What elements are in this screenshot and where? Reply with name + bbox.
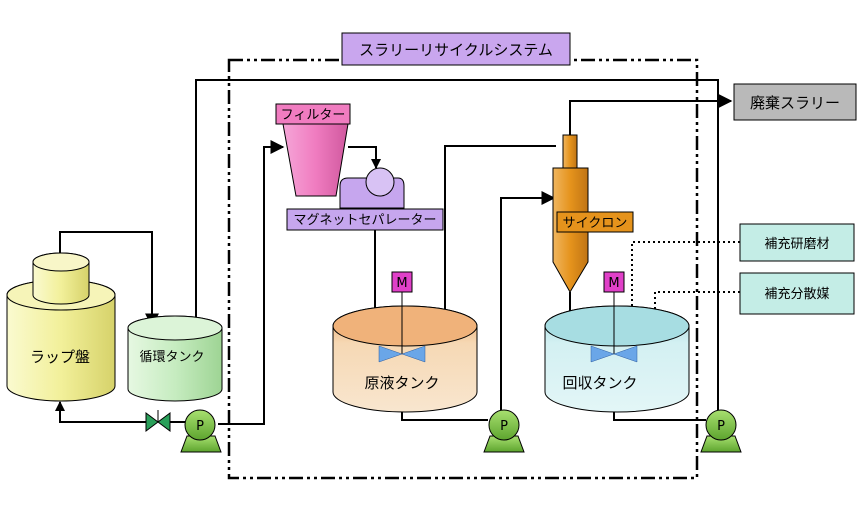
circ-tank-label: 循環タンク: [139, 350, 204, 365]
raw-tank-label: 原液タンク: [364, 374, 439, 392]
pump-3: P: [700, 409, 742, 453]
pump-1: P: [180, 409, 222, 453]
pump-2: P: [483, 409, 525, 453]
cyclone-label: サイクロン: [563, 216, 628, 231]
pump-2-label: P: [500, 419, 508, 434]
filter-label: フィルター: [281, 108, 346, 123]
pipe-pump2-to-cyclone: [500, 191, 556, 414]
cyclone: サイクロン: [552, 134, 634, 293]
circulation-tank: 循環タンク: [127, 315, 223, 402]
supp-abrasive-label: 補充研磨材: [764, 236, 829, 252]
supp-dispersant-box: 補充分散媒: [739, 272, 855, 315]
supp-dispersant-label: 補充分散媒: [764, 286, 829, 302]
lap-machine: ラップ盤: [6, 252, 116, 402]
pipe-top-return: [195, 79, 719, 418]
recovery-tank-label: 回収タンク: [562, 374, 637, 392]
pipe-filter-to-separator: [348, 146, 381, 169]
waste-slurry-label: 廃棄スラリー: [750, 94, 840, 112]
raw-motor-label: M: [396, 276, 407, 291]
filter: フィルター: [275, 103, 351, 197]
valve: [145, 410, 171, 432]
waste-slurry-box: 廃棄スラリー: [733, 83, 857, 121]
pipe-valve-to-lap: [55, 401, 150, 423]
pipe-supp-abrasive: [627, 241, 740, 328]
recovery-motor-label: M: [608, 276, 619, 291]
system-title-box: スラリーリサイクルシステム: [341, 32, 571, 66]
pipe-cyclone-to-raw: [440, 145, 556, 326]
supp-abrasive-box: 補充研磨材: [739, 223, 855, 262]
pipe-supp-dispersant: [650, 291, 740, 328]
recovery-tank: M 回収タンク: [544, 271, 690, 413]
magnetic-separator: マグネットセパレーター: [286, 167, 444, 231]
pipe-pump1-to-filter: [218, 140, 285, 425]
system-title: スラリーリサイクルシステム: [359, 41, 553, 59]
pump-3-label: P: [717, 419, 725, 434]
raw-tank: M 原液タンク: [332, 271, 478, 413]
lap-label: ラップ盤: [30, 348, 90, 366]
pipe-cyclone-to-waste: [569, 94, 733, 135]
pipe-lap-to-circ: [59, 231, 159, 328]
separator-label: マグネットセパレーター: [293, 213, 436, 228]
pump-1-label: P: [196, 419, 204, 434]
